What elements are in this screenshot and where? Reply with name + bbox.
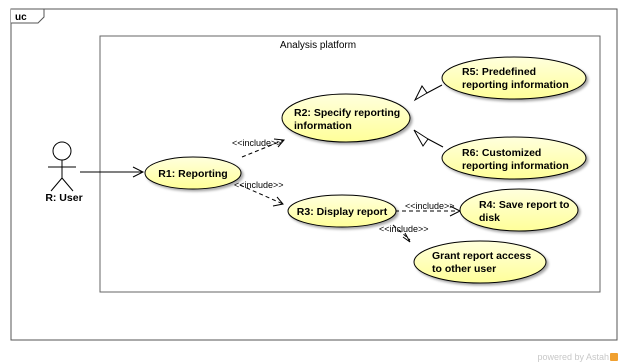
astah-logo-icon <box>610 353 618 361</box>
include-label-r3-r4: <<include>> <box>405 201 455 211</box>
association-user-r1[interactable] <box>80 166 145 178</box>
watermark-text: powered by Astah <box>537 352 609 362</box>
usecase-r4-save[interactable]: R4: Save report to disk <box>459 188 579 232</box>
usecase-grant-line2: to other user <box>432 263 496 275</box>
include-r1-r2[interactable]: <<include>> <box>232 138 286 158</box>
include-label-r1-r3: <<include>> <box>234 180 284 190</box>
actor-user[interactable]: R: User <box>45 141 83 204</box>
uc-frame: uc <box>10 8 618 341</box>
usecase-r1-label: R1: Reporting <box>158 168 227 180</box>
usecase-r3-display[interactable]: R3: Display report <box>287 194 397 228</box>
usecase-r5-predefined[interactable]: R5: Predefined reporting information <box>441 56 587 100</box>
generalization-r6-r2[interactable] <box>413 129 444 148</box>
frame-label: uc <box>15 12 27 23</box>
actor-name: R: User <box>45 192 82 204</box>
include-label-r1-r2: <<include>> <box>232 138 282 148</box>
generalization-r5-r2[interactable] <box>413 84 443 102</box>
usecase-r2-line1: R2: Specify reporting <box>294 107 400 119</box>
usecase-r3-label: R3: Display report <box>297 206 388 218</box>
usecase-r2-specify[interactable]: R2: Specify reporting information <box>281 93 411 143</box>
include-r3-grant[interactable]: <<include>> <box>379 224 429 243</box>
usecase-r5-line1: R5: Predefined <box>462 66 536 78</box>
system-name: Analysis platform <box>280 40 356 51</box>
usecase-r4-line1: R4: Save report to <box>479 199 569 211</box>
include-r1-r3[interactable]: <<include>> <box>234 180 284 207</box>
usecase-r2-line2: information <box>294 120 352 132</box>
usecase-r6-line2: reporting information <box>462 160 569 172</box>
usecase-grant-line1: Grant report access <box>432 250 531 262</box>
usecase-grant-access[interactable]: Grant report access to other user <box>413 240 547 284</box>
usecase-r6-customized[interactable]: R6: Customized reporting information <box>441 136 587 180</box>
usecase-r6-line1: R6: Customized <box>462 147 541 159</box>
include-label-r3-grant: <<include>> <box>379 224 429 234</box>
usecase-r1-reporting[interactable]: R1: Reporting <box>144 156 242 190</box>
usecase-r5-line2: reporting information <box>462 79 569 91</box>
usecase-r4-line2: disk <box>479 212 500 224</box>
astah-watermark: powered by Astah <box>537 352 618 362</box>
